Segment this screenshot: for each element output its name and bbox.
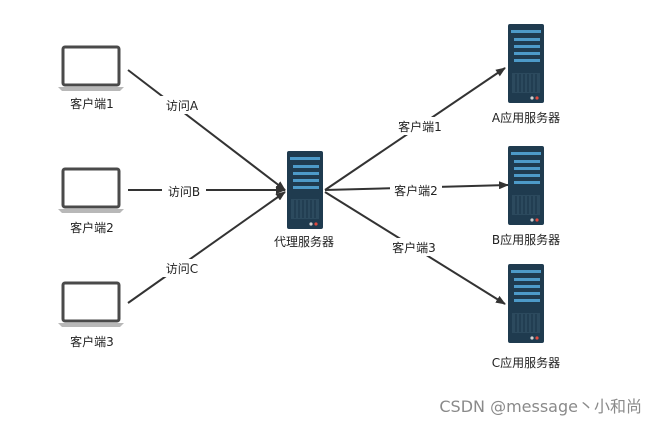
client-node-1: 客户端1 <box>58 45 124 111</box>
edge-label-client1: 客户端1 <box>398 119 442 134</box>
server-icon <box>287 151 323 229</box>
app-server-node-a: A应用服务器 <box>492 24 560 125</box>
client-node-2: 客户端2 <box>58 167 124 235</box>
edge-client2-to-proxy: 访问B <box>128 182 286 200</box>
edge-proxy-to-server-b: 客户端2 <box>324 181 509 199</box>
server-icon <box>508 24 544 103</box>
server-icon <box>508 146 544 225</box>
edge-proxy-to-server-c: 客户端3 <box>324 191 506 305</box>
edge-client1-to-proxy: 访问A <box>127 69 286 191</box>
laptop-icon <box>58 45 124 91</box>
proxy-server-node: 代理服务器 <box>274 151 334 249</box>
server-icon <box>508 264 544 343</box>
proxy-server-label: 代理服务器 <box>274 234 334 249</box>
app-server-node-c: C应用服务器 <box>492 264 560 370</box>
client-label-3: 客户端3 <box>70 334 114 349</box>
edge-label-visit-c: 访问C <box>166 262 198 276</box>
edge-label-visit-a: 访问A <box>166 99 199 113</box>
client-node-3: 客户端3 <box>58 281 124 349</box>
client-label-1: 客户端1 <box>70 96 114 111</box>
laptop-icon <box>58 281 124 327</box>
edge-label-visit-b: 访问B <box>168 185 200 199</box>
edge-proxy-to-server-a: 客户端1 <box>324 67 506 191</box>
edge-label-client2: 客户端2 <box>394 183 438 198</box>
app-server-label-b: B应用服务器 <box>492 232 560 247</box>
app-server-label-c: C应用服务器 <box>492 355 560 370</box>
client-label-2: 客户端2 <box>70 220 114 235</box>
edge-client3-to-proxy: 访问C <box>127 191 286 304</box>
app-server-label-a: A应用服务器 <box>492 110 560 125</box>
watermark: CSDN @message丶小和尚 <box>439 397 642 416</box>
laptop-icon <box>58 167 124 213</box>
app-server-node-b: B应用服务器 <box>492 146 560 247</box>
edge-label-client3: 客户端3 <box>392 240 436 255</box>
